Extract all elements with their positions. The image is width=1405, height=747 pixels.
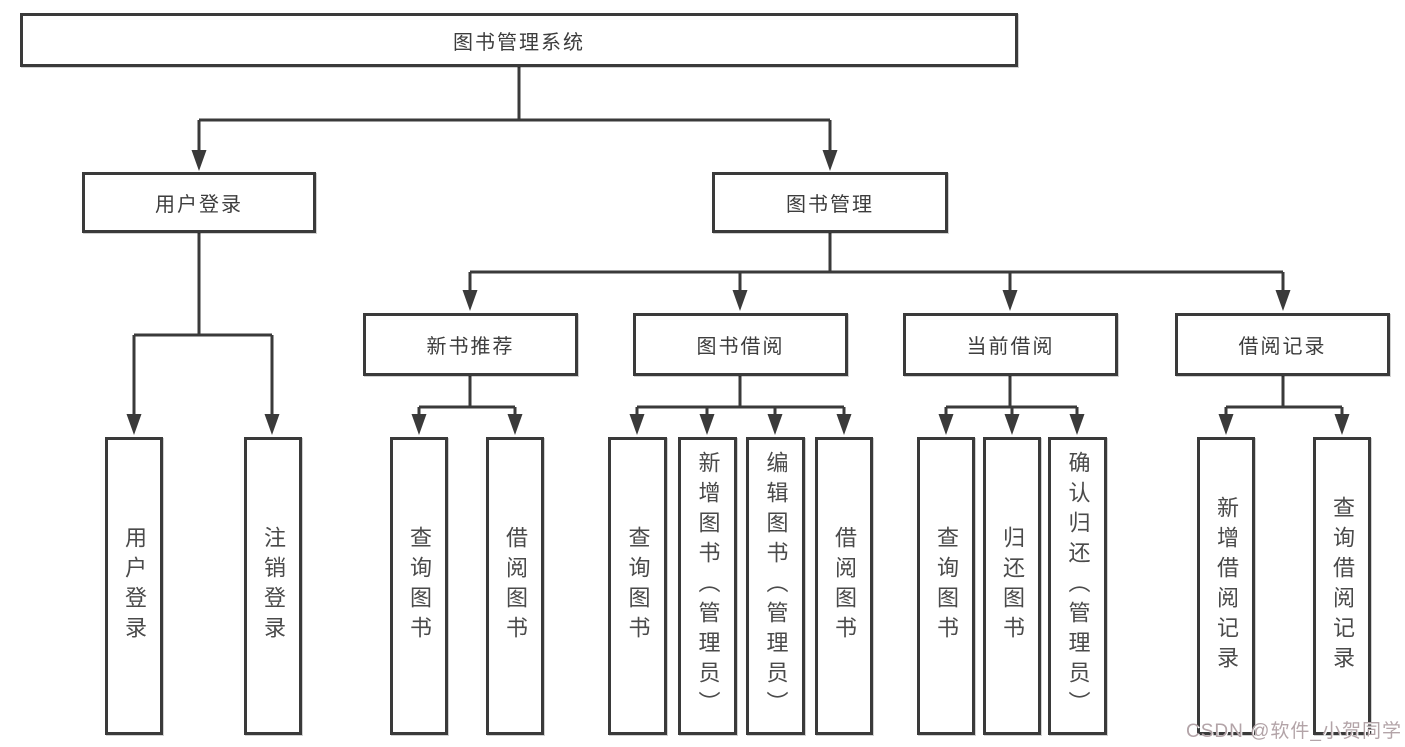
node-label: 借阅图书 <box>503 526 528 646</box>
node-label: 注销登录 <box>261 526 286 646</box>
node-book-borrow: 图书借阅 <box>633 313 848 376</box>
node-query-books: 查询图书 <box>608 437 667 735</box>
node-label: 图书管理 <box>786 194 874 216</box>
node-borrow-books: 借阅图书 <box>486 437 544 735</box>
node-borrow-books: 借阅图书 <box>815 437 873 735</box>
node-query-books: 查询图书 <box>917 437 975 735</box>
node-add-borrow-record: 新增借阅记录 <box>1197 437 1255 735</box>
node-borrow-records: 借阅记录 <box>1175 313 1390 376</box>
node-edit-books-admin: 编辑图书（管理员） <box>746 437 805 735</box>
node-return-books: 归还图书 <box>983 437 1041 735</box>
node-label: 借阅记录 <box>1238 336 1327 358</box>
node-add-books-admin: 新增图书（管理员） <box>678 437 737 735</box>
node-label: 当前借阅 <box>966 336 1055 358</box>
node-label: 查询图书 <box>625 526 651 646</box>
node-label: 新书推荐 <box>426 336 515 358</box>
node-confirm-return-admin: 确认归还（管理员） <box>1048 437 1107 735</box>
node-new-book-recommend: 新书推荐 <box>363 313 578 376</box>
node-user-login-group: 用户登录 <box>82 172 316 233</box>
node-label: 图书管理系统 <box>453 31 585 54</box>
node-logout: 注销登录 <box>244 437 302 735</box>
node-label: 新增借阅记录 <box>1214 496 1239 676</box>
node-label: 图书借阅 <box>696 336 785 358</box>
node-library-management-system: 图书管理系统 <box>20 13 1018 67</box>
csdn-watermark: CSDN @软件_小贺同学 <box>1186 721 1402 742</box>
node-current-borrow: 当前借阅 <box>903 313 1118 376</box>
node-query-borrow-record: 查询借阅记录 <box>1313 437 1371 735</box>
node-label: 借阅图书 <box>832 526 857 646</box>
node-book-management: 图书管理 <box>712 172 948 233</box>
node-label: 用户登录 <box>122 526 147 646</box>
node-label: 查询图书 <box>407 526 432 646</box>
node-label: 编辑图书（管理员） <box>763 451 789 721</box>
node-user-login: 用户登录 <box>105 437 163 735</box>
node-label: 确认归还（管理员） <box>1065 451 1091 721</box>
node-label: 查询借阅记录 <box>1330 496 1355 676</box>
node-label: 查询图书 <box>934 526 959 646</box>
node-label: 新增图书（管理员） <box>695 451 721 721</box>
node-label: 用户登录 <box>155 194 243 216</box>
node-query-books: 查询图书 <box>390 437 448 735</box>
node-label: 归还图书 <box>1000 526 1025 646</box>
